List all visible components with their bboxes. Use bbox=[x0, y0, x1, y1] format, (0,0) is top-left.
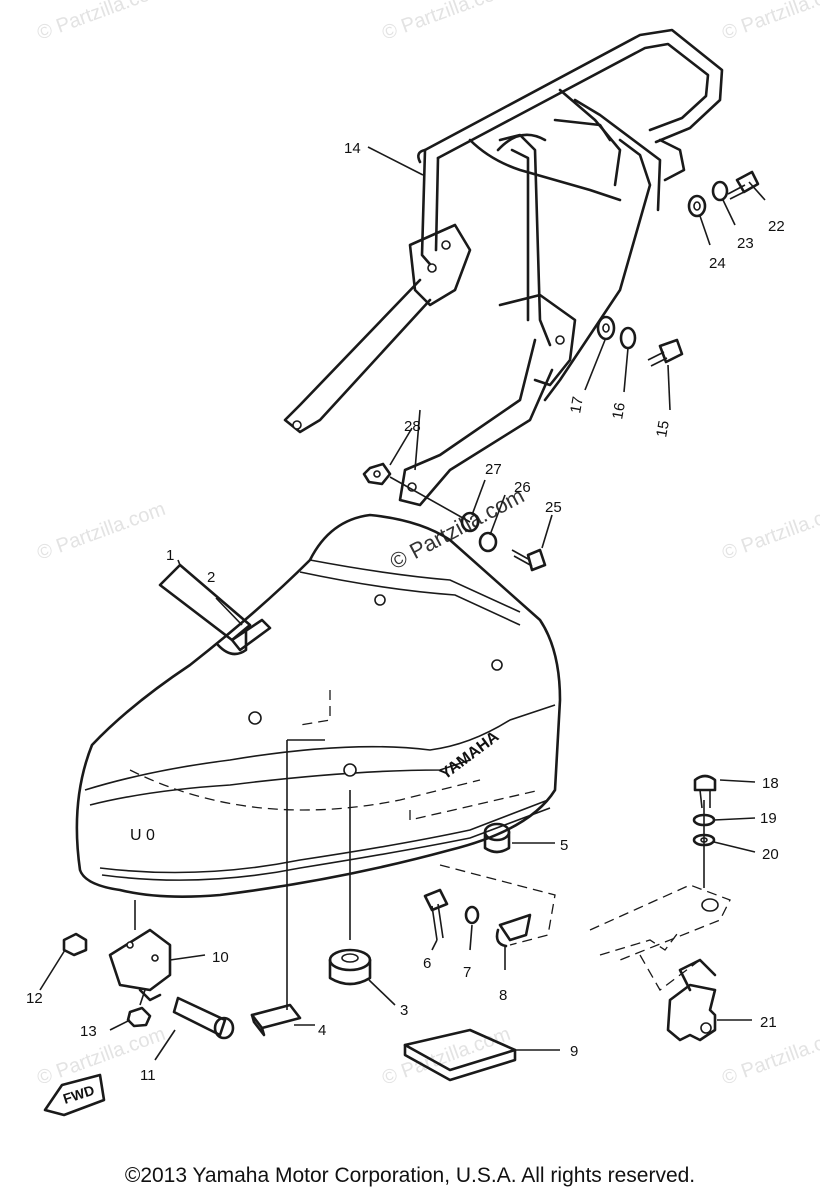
watermark-center: © Partzilla.com bbox=[386, 483, 529, 575]
callout-5: 5 bbox=[560, 837, 568, 854]
callout-20: 20 bbox=[762, 846, 779, 863]
callout-1: 1 bbox=[166, 547, 174, 564]
copyright-notice: ©2013 Yamaha Motor Corporation, U.S.A. A… bbox=[124, 1164, 696, 1187]
callout-2: 2 bbox=[207, 569, 215, 586]
callout-27: 27 bbox=[485, 461, 502, 478]
assembly-lines bbox=[134, 409, 705, 1010]
fwd-label: FWD bbox=[61, 1082, 96, 1107]
seat-strap-part-1 bbox=[158, 563, 252, 656]
watermark: © Partzilla.com bbox=[719, 0, 820, 45]
callout-23: 23 bbox=[737, 235, 754, 252]
strap-bolt-part-2 bbox=[230, 618, 272, 652]
watermark: © Partzilla.com bbox=[379, 0, 513, 45]
collar-part-11 bbox=[172, 996, 235, 1040]
callout-26: 26 bbox=[514, 479, 531, 496]
callout-leaders bbox=[39, 146, 766, 1061]
callout-16: 16 bbox=[609, 401, 629, 420]
seat-assembly: YAMAHA U 0 bbox=[75, 513, 562, 898]
washer-part-7 bbox=[464, 905, 480, 925]
leader-6-7-8 bbox=[439, 864, 556, 946]
callout-12: 12 bbox=[26, 990, 43, 1007]
callout-11: 11 bbox=[140, 1067, 156, 1084]
callout-22: 22 bbox=[768, 218, 785, 235]
nut-28 bbox=[362, 462, 392, 486]
nut-part-12 bbox=[62, 932, 88, 957]
rear-carrier-part-14 bbox=[283, 28, 724, 507]
plain-washer-17 bbox=[596, 315, 616, 341]
watermark: © Partzilla.com bbox=[719, 498, 820, 565]
callout-14: 14 bbox=[344, 140, 361, 157]
plain-washer-24 bbox=[687, 194, 707, 218]
rubber-damper-part-3 bbox=[328, 948, 372, 986]
seat-lock-part-21 bbox=[666, 958, 717, 1042]
svg-text:U 0: U 0 bbox=[130, 827, 155, 844]
seat-damper-part-5 bbox=[483, 822, 511, 854]
watermark-layer: © Partzilla.com © Partzilla.com © Partzi… bbox=[34, 0, 820, 1090]
spring-washer-16 bbox=[619, 326, 637, 350]
callout-17: 17 bbox=[567, 395, 587, 414]
callout-labels: 1 2 3 4 5 6 7 8 9 10 11 12 13 14 15 16 1… bbox=[26, 140, 785, 1084]
nut-part-13 bbox=[126, 1006, 152, 1028]
callout-8: 8 bbox=[499, 987, 507, 1004]
hook-part-8 bbox=[495, 913, 532, 948]
callout-9: 9 bbox=[570, 1043, 578, 1060]
watermark: © Partzilla.com bbox=[34, 0, 168, 45]
watermark: © Partzilla.com bbox=[34, 498, 168, 565]
callout-3: 3 bbox=[400, 1002, 408, 1019]
callout-10: 10 bbox=[212, 949, 229, 966]
callout-15: 15 bbox=[653, 419, 673, 438]
pad-part-4 bbox=[250, 1003, 302, 1037]
seat-brand-mark: YAMAHA bbox=[437, 728, 502, 783]
front-bracket-part-10 bbox=[108, 928, 172, 1002]
callout-7: 7 bbox=[463, 964, 471, 981]
callout-24: 24 bbox=[709, 255, 726, 272]
bolt-part-6 bbox=[423, 888, 449, 941]
spring-washer-23 bbox=[711, 180, 729, 202]
carrier-bolt-22 bbox=[727, 170, 760, 200]
watermark: © Partzilla.com bbox=[719, 1023, 820, 1090]
bolt-25 bbox=[511, 548, 547, 572]
carrier-bolt-15 bbox=[647, 338, 684, 367]
frame-section bbox=[589, 884, 731, 991]
bolt-part-18 bbox=[693, 774, 717, 809]
washer-27 bbox=[460, 511, 480, 533]
callout-19: 19 bbox=[760, 810, 777, 827]
callout-18: 18 bbox=[762, 775, 779, 792]
washer-26 bbox=[478, 531, 498, 553]
callout-25: 25 bbox=[545, 499, 562, 516]
callout-21: 21 bbox=[760, 1014, 777, 1031]
callout-28: 28 bbox=[404, 418, 421, 435]
callout-4: 4 bbox=[318, 1022, 326, 1039]
callout-6: 6 bbox=[423, 955, 431, 972]
callout-13: 13 bbox=[80, 1023, 97, 1040]
